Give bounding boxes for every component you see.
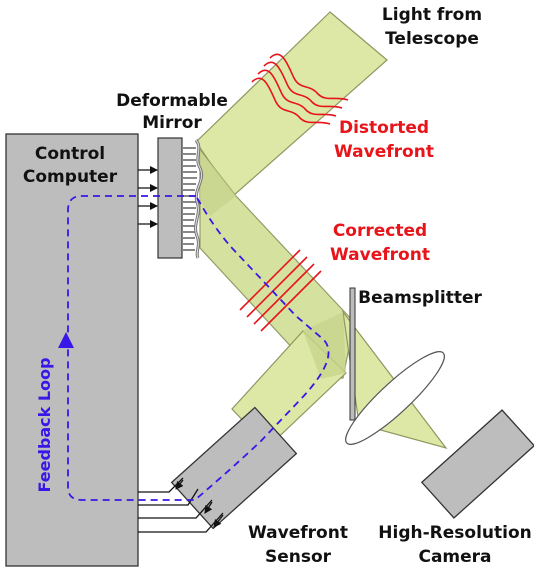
corrected-wavefront-label-line2: Wavefront xyxy=(330,245,430,265)
feedback-loop-path xyxy=(58,195,330,501)
camera-label-line1: High-Resolution xyxy=(378,523,531,543)
feedback-loop-label: Feedback Loop xyxy=(35,357,54,492)
beamsplitter-label: Beamsplitter xyxy=(358,288,482,308)
corrected-wavefront-lines xyxy=(239,249,322,332)
sensor-signal-arrows xyxy=(138,477,224,533)
camera-lens xyxy=(345,351,445,445)
control-computer-label-line2: Computer xyxy=(23,167,118,187)
corrected-wavefront-label-line1: Corrected xyxy=(333,221,427,241)
distorted-wavefront-lines xyxy=(251,53,349,125)
wavefront-sensor-label-line1: Wavefront xyxy=(248,523,348,543)
wavefront-sensor-label-line2: Sensor xyxy=(265,547,332,567)
camera-label-line2: Camera xyxy=(418,547,491,567)
feedback-arrow-icon xyxy=(58,332,74,348)
deformable-mirror xyxy=(157,137,203,259)
control-computer-box xyxy=(5,133,139,567)
beamsplitter-overlap xyxy=(303,312,346,379)
camera-box xyxy=(420,409,534,519)
distorted-wavefront-label-line1: Distorted xyxy=(339,118,429,138)
control-computer-label-line1: Control xyxy=(35,144,105,164)
control-signal-arrows xyxy=(138,166,158,228)
beam-overlap xyxy=(200,150,236,216)
light-source-label-line2: Telescope xyxy=(385,29,479,49)
deformable-mirror-label-line1: Deformable xyxy=(116,91,228,111)
deformable-mirror-label-line2: Mirror xyxy=(142,113,202,133)
beamsplitter xyxy=(349,287,356,421)
light-source-label-line1: Light from xyxy=(382,5,482,25)
distorted-wavefront-label-line2: Wavefront xyxy=(334,142,434,162)
